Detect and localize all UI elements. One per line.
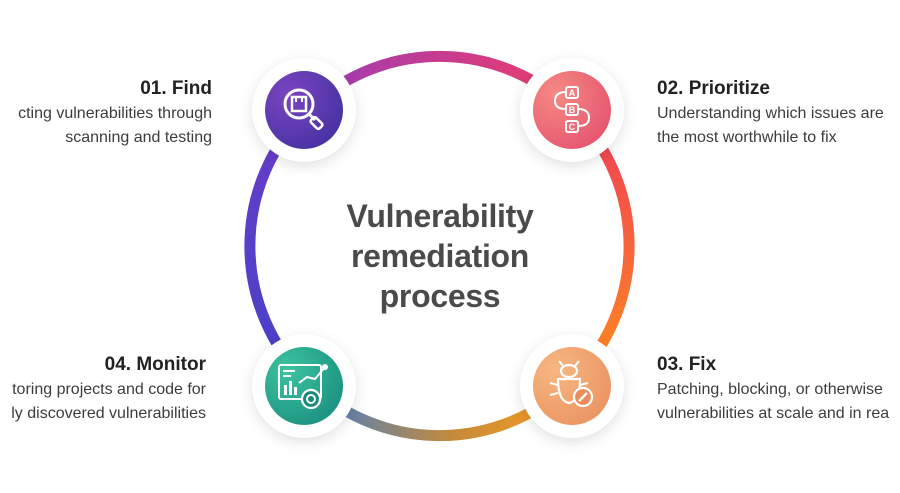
node-prioritize: A B C [520, 58, 624, 162]
step-monitor-title: 04. Monitor [104, 354, 206, 375]
step-find-title: 01. Find [140, 78, 212, 99]
step-monitor: 04. Monitor toring projects and code for… [11, 353, 206, 425]
svg-text:A: A [569, 88, 576, 98]
bug-wrench-icon [549, 360, 594, 408]
step-prioritize-desc-line2: the most worthwhile to fix [657, 129, 837, 146]
node-fix [520, 334, 624, 438]
step-fix-desc-line2: vulnerabilities at scale and in rea [657, 405, 890, 422]
step-find-desc-line1: cting vulnerabilities through [18, 105, 212, 122]
step-monitor-desc-line2: ly discovered vulnerabilities [11, 405, 206, 422]
abc-flow-icon: A B C [553, 86, 591, 133]
dashboard-chart-icon [278, 364, 328, 410]
step-fix: 03. Fix Patching, blocking, or otherwise… [657, 353, 889, 425]
step-prioritize: 02. Prioritize Understanding which issue… [657, 77, 884, 149]
step-fix-desc-line1: Patching, blocking, or otherwise [657, 381, 883, 398]
center-title-line1: Vulnerability [346, 198, 534, 234]
step-prioritize-title: 02. Prioritize [657, 78, 770, 99]
step-fix-title: 03. Fix [657, 354, 717, 375]
magnifier-box-icon [283, 88, 324, 131]
svg-text:B: B [569, 105, 576, 115]
node-find [252, 58, 356, 162]
center-title-line2: remediation [350, 238, 530, 274]
step-find-desc-line2: scanning and testing [65, 129, 212, 146]
step-monitor-desc-line1: toring projects and code for [12, 381, 206, 398]
step-find: 01. Find cting vulnerabilities through s… [18, 77, 212, 149]
center-title-line3: process [379, 278, 501, 314]
svg-text:C: C [569, 122, 576, 132]
node-monitor [252, 334, 356, 438]
step-prioritize-desc-line1: Understanding which issues are [657, 105, 884, 122]
center-title: Vulnerability remediation process [320, 196, 560, 316]
